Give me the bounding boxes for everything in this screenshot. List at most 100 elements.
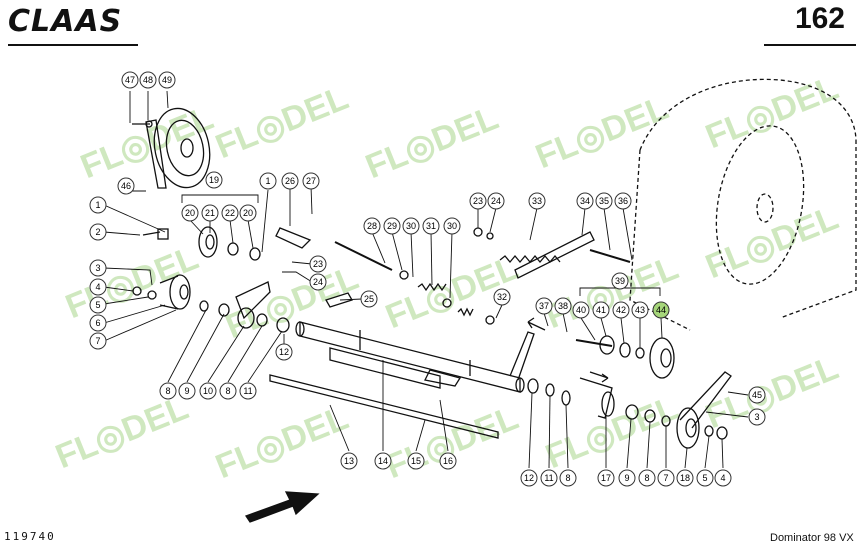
callout-bubble: 29: [383, 217, 401, 235]
callout-bubble: 36: [614, 192, 632, 210]
callout-label: 41: [596, 305, 606, 315]
callout-bubble: 33: [528, 192, 546, 210]
callout-label: 11: [243, 386, 252, 396]
callout-label: 17: [601, 473, 611, 483]
upper-spring-arm: [473, 227, 631, 279]
callout-label: 15: [411, 456, 421, 466]
callout-label: 44: [656, 305, 666, 315]
callout-bubble: 47: [121, 71, 139, 89]
callout-bubble: 16: [439, 452, 457, 470]
callout-bubble: 3: [89, 259, 107, 277]
callout-bubble: 37: [535, 297, 553, 315]
callout-label: 3: [754, 412, 759, 422]
callout-bubble: 3: [748, 408, 766, 426]
small-arrow-icon: [527, 317, 546, 331]
callout-label: 11: [544, 473, 553, 483]
leader-lines: [103, 90, 749, 469]
callout-label: 3: [95, 263, 100, 273]
callout-label: 31: [426, 221, 436, 231]
callout-bubble: 15: [407, 452, 425, 470]
drum-outline: [629, 78, 857, 331]
callout-bubble: 31: [422, 217, 440, 235]
callout-bubble: 11: [540, 469, 558, 487]
callout-label: 4: [720, 473, 725, 483]
callout-bubble: 9: [178, 382, 196, 400]
callout-bubble: 32: [493, 288, 511, 306]
callout-bubble: 19: [205, 171, 223, 189]
callout-bubble: 43: [631, 301, 649, 319]
callout-label: 47: [125, 75, 135, 85]
callout-label: 12: [524, 473, 534, 483]
callout-label: 23: [473, 196, 483, 206]
callout-bubble: 17: [597, 469, 615, 487]
callout-label: 21: [205, 208, 215, 218]
small-arrow-icon: [589, 371, 609, 383]
callout-bubble: 20: [181, 204, 199, 222]
callout-label: 40: [576, 305, 586, 315]
callout-label: 9: [624, 473, 629, 483]
callout-bubble: 40: [572, 301, 590, 319]
callout-label: 38: [558, 301, 568, 311]
callout-bubble: 2: [89, 223, 107, 241]
callout-bubble: 49: [158, 71, 176, 89]
callout-bubble: 7: [657, 469, 675, 487]
claas-logo: CLAAS: [8, 4, 123, 39]
callout-label: 24: [313, 277, 323, 287]
header-rule-left: [8, 44, 138, 46]
callout-bubble: 1: [89, 196, 107, 214]
callout-bubble: 8: [638, 469, 656, 487]
callout-label: 20: [185, 208, 195, 218]
part-callouts: 47 48 49 46 19 20 21 22 20 1 26 27 1 2 3…: [89, 71, 766, 487]
callout-label: 8: [565, 473, 570, 483]
callout-bubble: 5: [89, 296, 107, 314]
callout-label: 39: [615, 276, 625, 286]
callout-bubble: 6: [89, 314, 107, 332]
callout-bubble: 18: [676, 469, 694, 487]
callout-label: 34: [580, 196, 590, 206]
callout-bubble: 48: [139, 71, 157, 89]
callout-bubble: 41: [592, 301, 610, 319]
callout-bubble: 27: [302, 172, 320, 190]
callout-label: 23: [313, 259, 323, 269]
callout-label: 26: [285, 176, 295, 186]
callout-label: 25: [364, 294, 374, 304]
callout-bubble: 21: [201, 204, 219, 222]
callout-bubble: 45: [748, 386, 766, 404]
callout-bubble: 24: [309, 273, 327, 291]
callout-bubble: 30: [443, 217, 461, 235]
callout-bubble: 23: [469, 192, 487, 210]
callout-bubble: 35: [595, 192, 613, 210]
long-rod: [269, 374, 499, 439]
callout-bubble: 39: [611, 272, 629, 290]
callout-bubble: 34: [576, 192, 594, 210]
callout-bubble: 26: [281, 172, 299, 190]
callout-bubble: 8: [219, 382, 237, 400]
page-number: 162: [794, 2, 845, 35]
callout-bubble: 14: [374, 452, 392, 470]
machine-model: Dominator 98 VX: [770, 532, 854, 544]
callout-label: 2: [95, 227, 100, 237]
callout-label: 1: [95, 200, 100, 210]
callout-label: 5: [95, 300, 100, 310]
callout-label: 8: [165, 386, 170, 396]
callout-label: 30: [406, 221, 416, 231]
header-rule-right: [764, 44, 856, 46]
callout-label: 10: [203, 386, 213, 396]
callout-bubble: 9: [618, 469, 636, 487]
callout-bubble: 12: [275, 343, 293, 361]
direction-arrow-icon: [245, 491, 320, 523]
callout-bubble: 28: [363, 217, 381, 235]
document-number: 119740: [4, 530, 56, 543]
callout-label: 12: [279, 347, 289, 357]
callout-bubble: 30: [402, 217, 420, 235]
callout-bubble: 11: [239, 382, 257, 400]
callout-label: 18: [680, 473, 690, 483]
callout-bubble-highlighted: 44: [652, 301, 670, 319]
callout-bubble: 25: [360, 290, 378, 308]
callout-label: 43: [635, 305, 645, 315]
callout-bubble: 4: [714, 469, 732, 487]
callout-label: 7: [663, 473, 668, 483]
callout-bubble: 20: [239, 204, 257, 222]
